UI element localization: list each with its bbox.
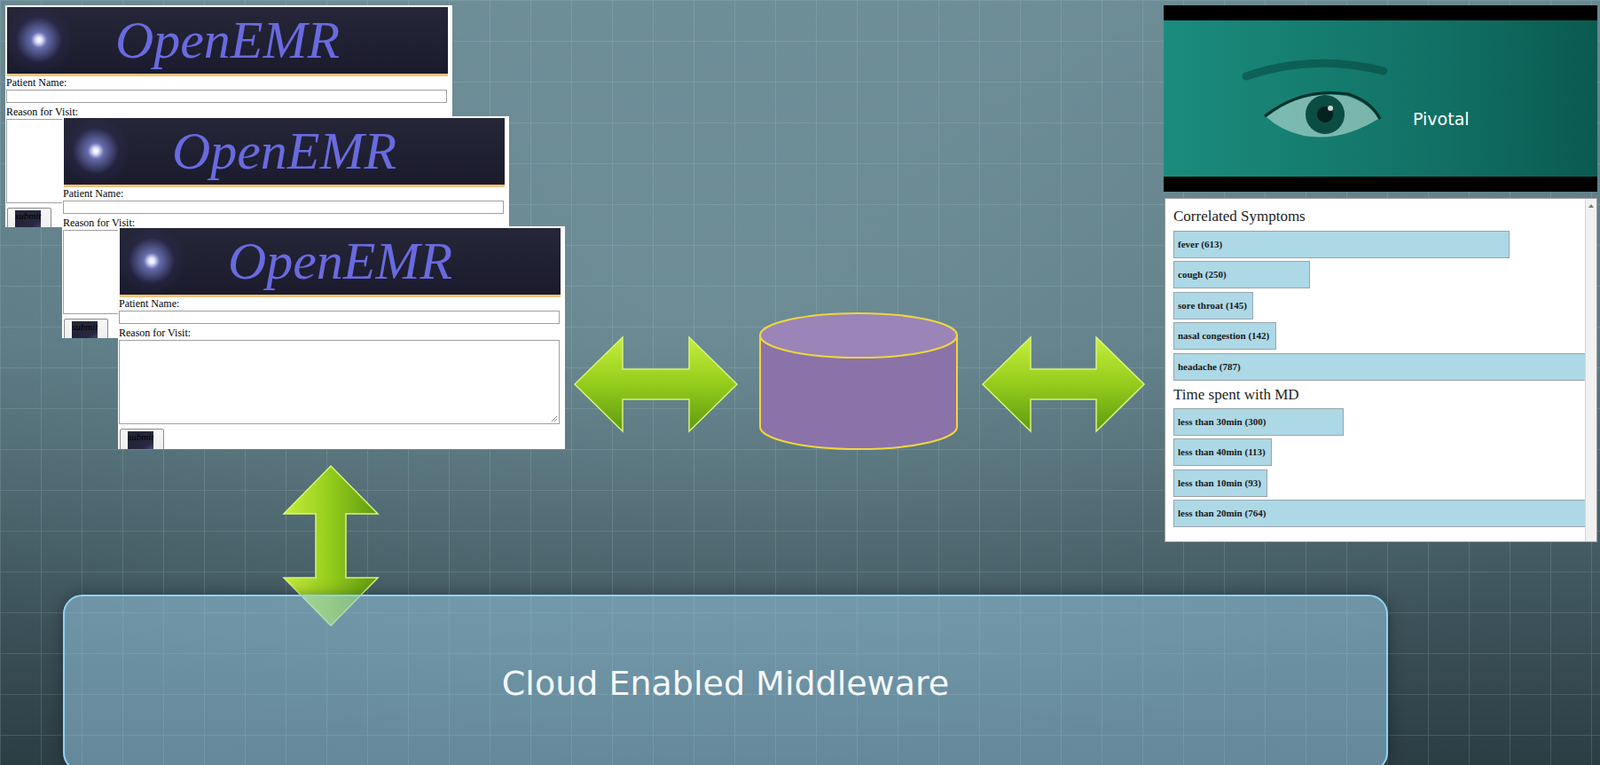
double-arrow <box>982 337 1145 432</box>
bar-label: less than 40min (113) <box>1174 439 1266 465</box>
eye-highlight <box>1327 105 1334 111</box>
bar-label: sore throat (145) <box>1174 292 1248 319</box>
field-label: Patient Name: <box>118 297 565 310</box>
bar-label: fever (613) <box>1174 231 1223 258</box>
text-slot: Pivotal <box>1412 109 1470 129</box>
video-panel: Pivotal <box>1163 5 1598 192</box>
bar: cough (250) <box>1173 260 1310 289</box>
text-slot: Time spent with MD <box>1173 385 1300 404</box>
bar: sore throat (145) <box>1173 291 1254 320</box>
logo-banner: OpenEMR <box>63 117 505 188</box>
chart-heading: Time spent with MD <box>1173 385 1300 404</box>
text-input <box>118 310 560 324</box>
video-frame <box>1163 5 1598 192</box>
middleware-box: Cloud Enabled Middleware <box>62 594 1389 765</box>
scrollbar <box>1584 198 1597 542</box>
eyebrow <box>1246 62 1384 77</box>
form-window: submit OpenEMRPatient Name: Reason for Vis… <box>117 226 565 449</box>
eyelid <box>1264 92 1381 119</box>
button-label: submit <box>127 431 154 449</box>
database-cylinder-top <box>760 313 957 358</box>
button-label: submit <box>71 321 98 338</box>
iris <box>1305 94 1345 134</box>
logo-text: Pivotal <box>1412 109 1470 129</box>
text-slot: Correlated Symptoms <box>1173 207 1306 226</box>
field-label: Patient Name: <box>6 76 453 89</box>
box-label: Cloud Enabled Middleware <box>501 663 950 703</box>
bar: headache (787) <box>1173 352 1591 381</box>
bar: less than 30min (300) <box>1173 407 1344 436</box>
field-label: Reason for Visit: <box>62 216 510 229</box>
field-label: Reason for Visit: <box>118 326 565 339</box>
chart-heading: Correlated Symptoms <box>1173 207 1306 226</box>
video-image <box>1163 20 1598 177</box>
bar: less than 10min (93) <box>1173 469 1268 497</box>
scroll-arrow-head <box>1588 203 1594 208</box>
bar: fever (613) <box>1173 230 1510 259</box>
logo-banner: OpenEMR <box>119 227 561 298</box>
double-arrow <box>574 337 738 432</box>
bar-label: less than 20min (764) <box>1174 500 1266 526</box>
bar-label: less than 10min (93) <box>1174 470 1262 496</box>
bar: less than 20min (764) <box>1173 499 1591 527</box>
chart-panel: fever (613) cough (250) sore throat (145) n… <box>1164 197 1598 542</box>
submit-button: submit <box>63 318 109 338</box>
field-label: Reason for Visit: <box>6 105 453 118</box>
bar-label: less than 30min (300) <box>1174 408 1266 435</box>
text-input <box>6 89 448 103</box>
submit-button: submit <box>119 428 165 449</box>
bar: nasal congestion (142) <box>1173 321 1277 350</box>
scroll-arrow <box>1585 200 1597 212</box>
pupil <box>1317 106 1334 123</box>
field-label: Patient Name: <box>62 187 510 200</box>
bar-label: cough (250) <box>1174 261 1227 288</box>
resize-grip <box>550 415 558 423</box>
bar-label: headache (787) <box>1174 353 1241 380</box>
grip-lines <box>551 415 557 422</box>
bar: less than 40min (113) <box>1173 438 1272 466</box>
text-area <box>118 339 560 424</box>
submit-button: submit <box>7 207 52 228</box>
bar-label: nasal congestion (142) <box>1174 322 1270 349</box>
logo-banner: OpenEMR <box>7 7 448 77</box>
text-input <box>62 200 504 214</box>
button-label: submit <box>15 210 41 228</box>
